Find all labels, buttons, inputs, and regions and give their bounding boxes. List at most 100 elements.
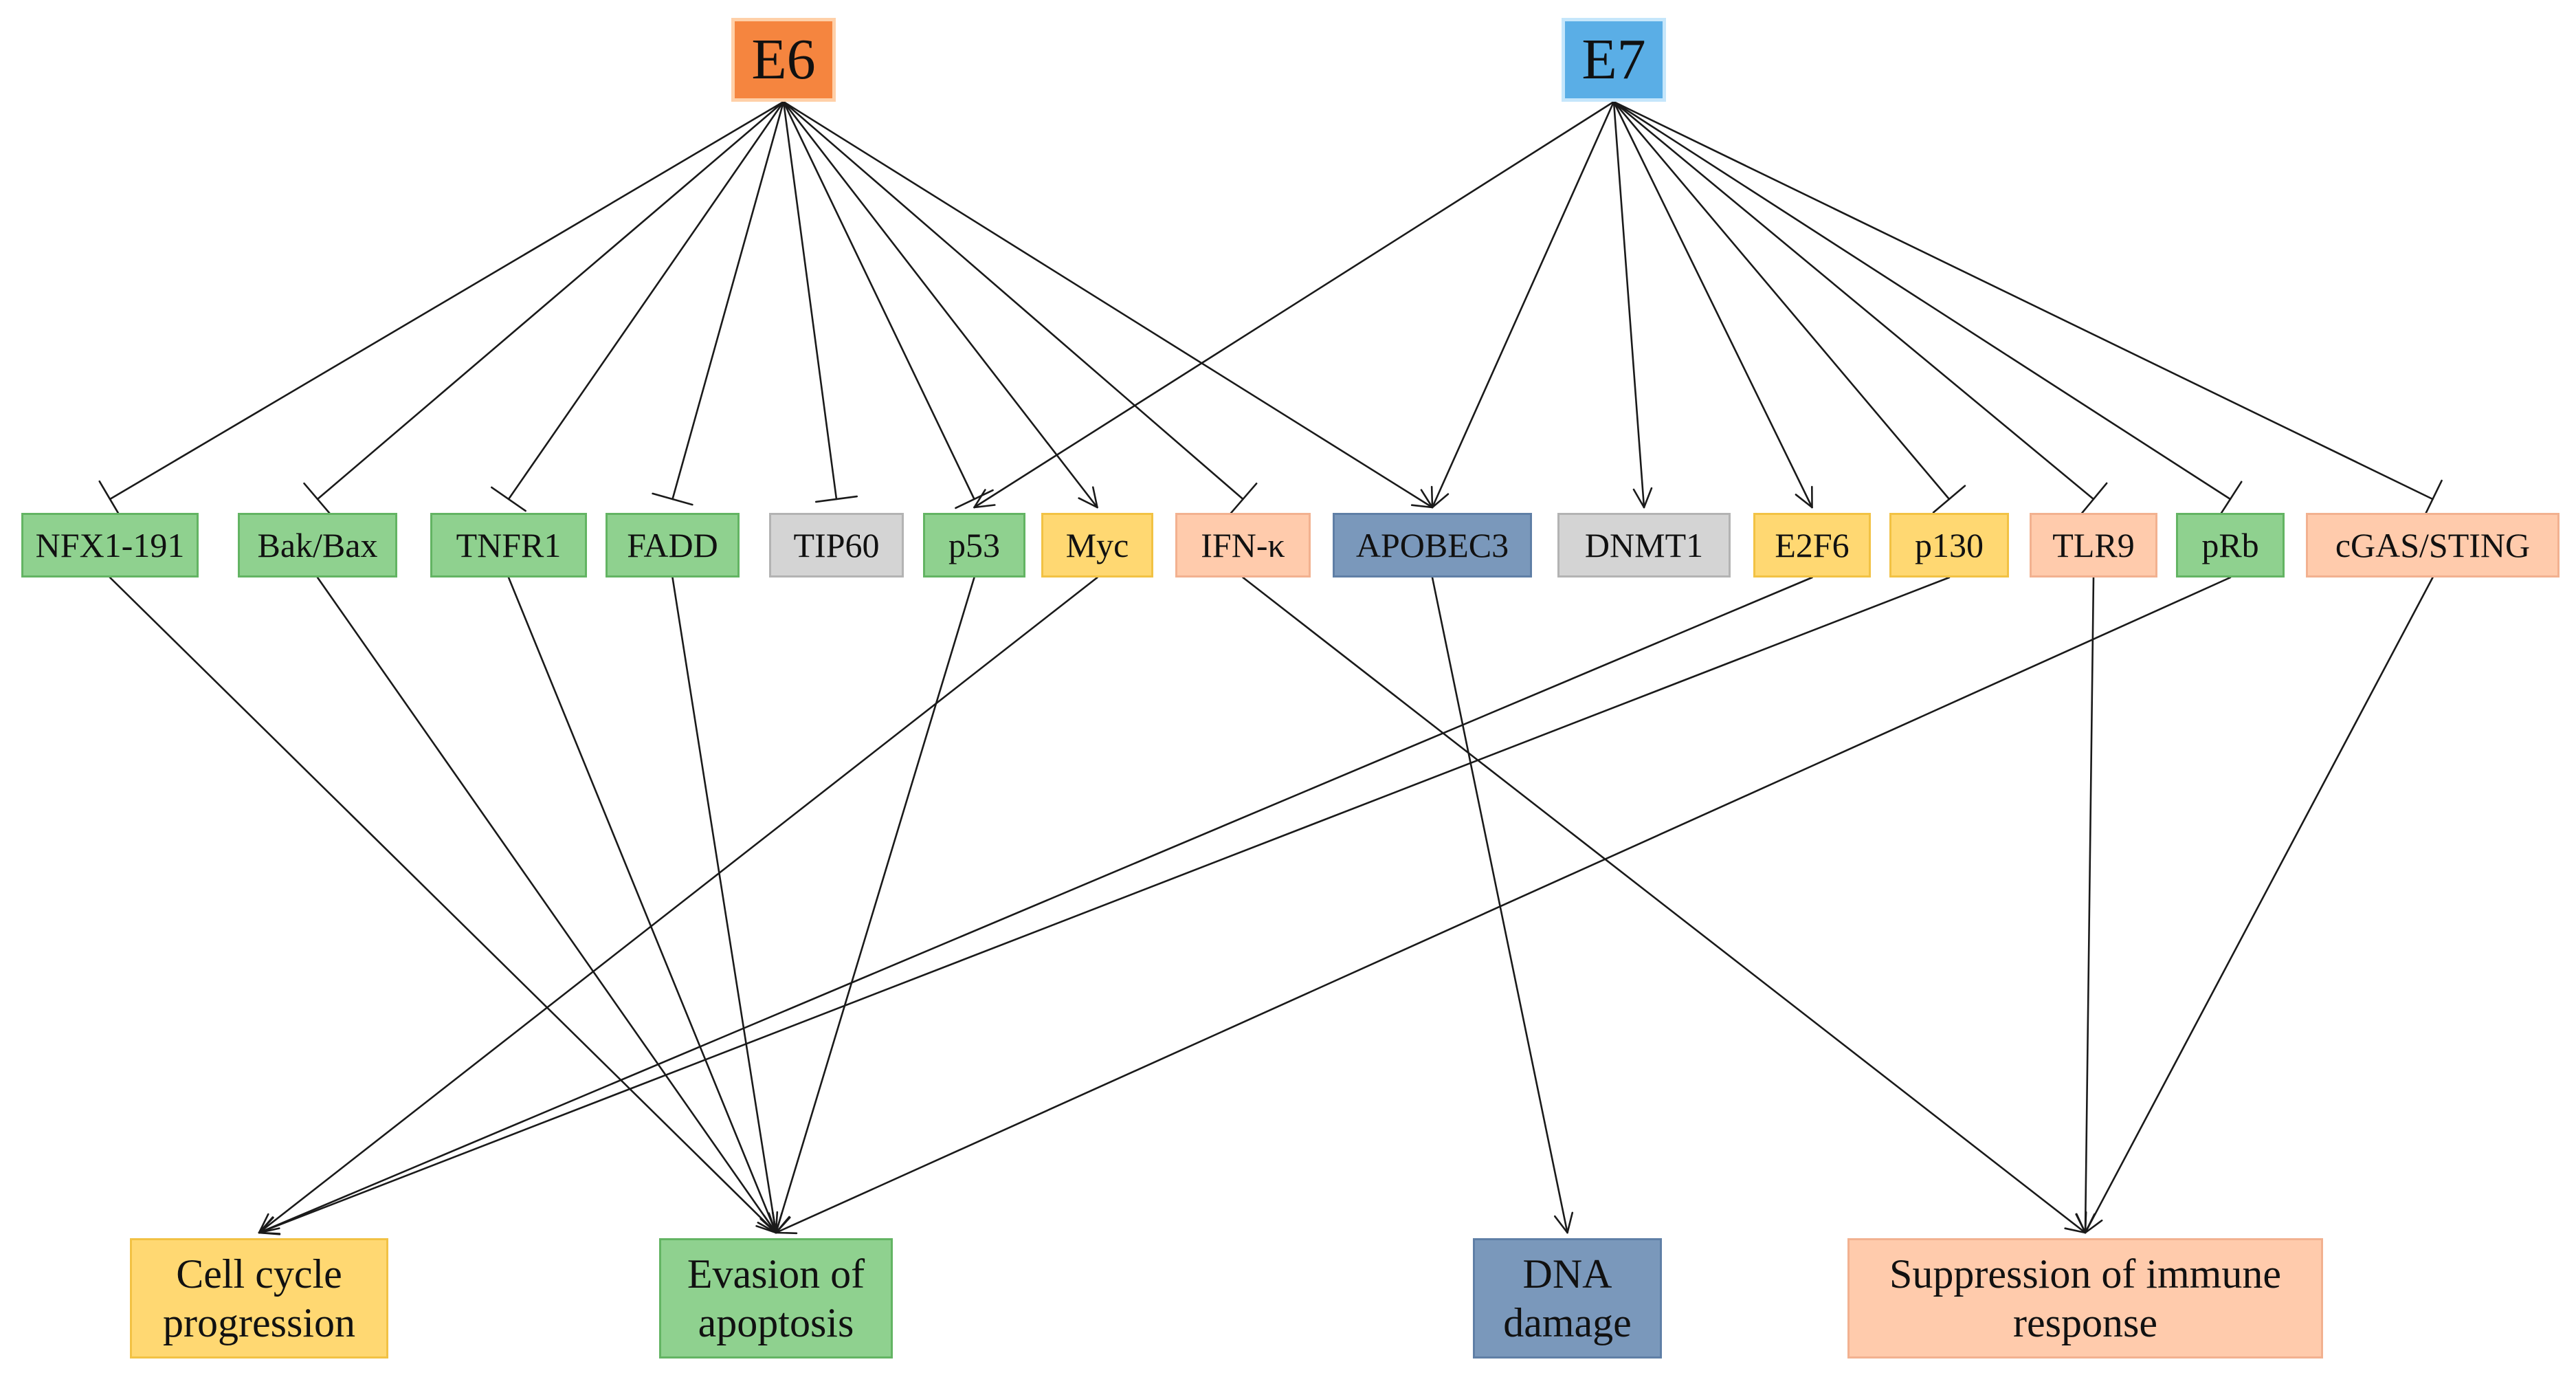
edge-e6-to-tnfr1-tbar [491,486,526,512]
node-p53-label: p53 [948,525,1000,564]
edge-e7-to-p53 [973,100,1615,509]
node-apobec3: APOBEC3 [1333,513,1532,578]
edge-cgas-to-immune [2084,576,2434,1234]
edge-e7-to-tlr9 [1612,100,2095,500]
edge-e6-to-ifnk-tbar [1228,483,1258,516]
edge-e6-to-bakbax [316,100,785,500]
edge-e7-to-p130-tbar [1932,485,1966,514]
edge-ifnk-to-immune [1242,576,2087,1234]
node-myc: Myc [1041,513,1153,578]
outcome-suppression-of-immune-response: Suppression of immune response [1847,1238,2323,1358]
edge-tlr9-to-immune-arrowhead-b [2076,1213,2087,1234]
edge-tlr9-to-immune [2084,576,2095,1234]
edge-bakbax-to-apoptosis [316,576,777,1234]
node-e2f6-label: E2F6 [1775,525,1850,564]
node-ifn-kappa: IFN-κ [1175,513,1311,578]
node-e6: E6 [731,18,836,102]
edge-e7-to-dnmt1-arrowhead-b [1632,488,1645,509]
node-e7-label: E7 [1581,28,1646,92]
edge-e7-to-apobec3-arrowhead-a [1431,493,1450,509]
edge-e6-to-apobec3 [782,100,1434,509]
edge-apobec3-to-dna [1431,576,1568,1234]
outcome-suppression-of-immune-response-label: Suppression of immune response [1889,1251,2281,1345]
node-p53: p53 [923,513,1025,578]
node-nfx1-191-label: NFX1-191 [35,525,185,564]
edge-e7-to-tlr9-tbar [2079,482,2108,516]
edge-e2f6-to-cellcycle [258,576,1813,1234]
node-cgas-sting: cGAS/STING [2306,513,2560,578]
edge-cgas-to-immune-arrowhead-a [2084,1219,2103,1234]
edge-apobec3-to-dna-arrowhead-a [1566,1211,1574,1234]
node-bak-bax-label: Bak/Bax [257,525,378,564]
edge-apobec3-to-dna-arrowhead-b [1553,1215,1568,1234]
edge-e7-to-dnmt1-arrowhead-a [1643,487,1653,509]
node-bak-bax: Bak/Bax [238,513,397,578]
node-tlr9-label: TLR9 [2052,525,2135,564]
node-tnfr1-label: TNFR1 [456,525,562,564]
edge-e6-to-ifnk [782,100,1244,500]
outcome-cell-cycle-progression: Cell cycle progression [130,1238,388,1358]
edge-e6-to-p53-tbar [955,489,994,509]
edge-e6-to-tnfr1 [507,100,785,500]
edge-e7-to-e2f6 [1612,100,1813,509]
node-prb-label: pRb [2201,525,2259,564]
edge-fadd-to-apoptosis-arrowhead-b [763,1215,777,1234]
outcome-dna-damage: DNA damage [1473,1238,1662,1358]
edge-myc-to-cellcycle [258,576,1098,1234]
node-apobec3-label: APOBEC3 [1355,525,1509,564]
edge-prb-to-apoptosis [775,576,2232,1234]
edge-p53-to-apoptosis-arrowhead-b [772,1211,777,1234]
edge-p53-to-apoptosis [775,576,975,1234]
node-tip60-label: TIP60 [793,525,880,564]
node-tnfr1: TNFR1 [430,513,587,578]
edge-fadd-to-apoptosis [671,576,777,1234]
node-dnmt1: DNMT1 [1557,513,1731,578]
edge-prb-to-apoptosis-arrowhead-b [775,1216,790,1234]
edge-p130-to-cellcycle-arrowhead-b [258,1216,274,1234]
edge-e7-to-dnmt1 [1612,100,1645,509]
node-p130-label: p130 [1915,525,1984,564]
edge-e6-to-apobec3-arrowhead-a [1420,489,1434,509]
node-tip60: TIP60 [769,513,904,578]
edge-e7-to-p53-arrowhead-a [973,504,996,509]
node-tlr9: TLR9 [2030,513,2157,578]
edge-p130-to-cellcycle-arrowhead-a [258,1231,281,1235]
node-e2f6: E2F6 [1753,513,1871,578]
node-dnmt1-label: DNMT1 [1584,525,1704,564]
outcome-dna-damage-label: DNA damage [1503,1251,1632,1345]
outcome-cell-cycle-progression-label: Cell cycle progression [163,1251,355,1345]
edge-e6-to-tip60-tbar [814,495,858,503]
edge-e6-to-tip60 [782,100,838,500]
edge-e6-to-myc-arrowhead-b [1078,497,1098,509]
edge-tnfr1-to-apoptosis [507,576,777,1234]
edge-e7-to-cgas [1612,100,2434,500]
edge-ifnk-to-immune-arrowhead-b [2064,1227,2087,1234]
node-ifn-kappa-label: IFN-κ [1201,525,1285,564]
edge-e6-to-fadd-tbar [652,492,693,506]
edge-e6-to-myc-arrowhead-a [1091,486,1098,509]
edge-e6-to-nfx1 [109,100,785,500]
node-myc-label: Myc [1065,525,1129,564]
edge-e7-to-prb [1612,100,2232,500]
edge-p130-to-cellcycle [258,576,1951,1234]
edge-e6-to-apobec3-arrowhead-b [1410,504,1434,509]
outcome-evasion-of-apoptosis-label: Evasion of apoptosis [687,1251,865,1345]
edge-e6-to-fadd [671,100,785,500]
node-prb: pRb [2176,513,2285,578]
node-fadd-label: FADD [627,525,718,564]
edge-nfx1-to-apoptosis [109,576,777,1234]
edge-cgas-to-immune-arrowhead-b [2084,1211,2087,1234]
node-nfx1-191: NFX1-191 [21,513,199,578]
node-p130: p130 [1889,513,2009,578]
edge-e6-to-p53 [782,100,975,500]
edge-e6-to-myc [782,100,1098,509]
outcome-evasion-of-apoptosis: Evasion of apoptosis [659,1238,893,1358]
edge-e6-to-bakbax-tbar [303,482,332,516]
node-e6-label: E6 [751,28,816,92]
node-fadd: FADD [606,513,740,578]
edge-e7-to-p130 [1612,100,1951,500]
node-e7: E7 [1562,18,1666,102]
edge-e7-to-prb-tbar [2218,481,2243,518]
